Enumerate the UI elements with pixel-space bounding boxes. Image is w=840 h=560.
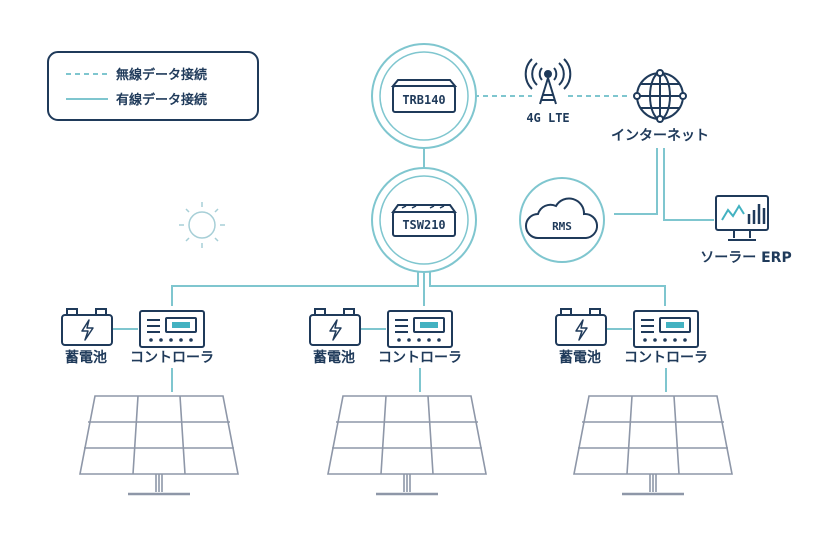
- globe-icon: [633, 69, 687, 123]
- sun-icon: [179, 202, 225, 248]
- monitor-chart-icon: [715, 195, 769, 241]
- switch-site1-link: [171, 270, 419, 306]
- rms-node: RMS: [519, 177, 605, 263]
- controller-label: コントローラ: [624, 350, 708, 366]
- internet-erp-link: [663, 148, 714, 221]
- solar-panel-icon: [327, 395, 487, 496]
- controller-label: コントローラ: [130, 350, 214, 366]
- solar-sites: 蓄電池 コントローラ 蓄電池 コントローラ 蓄電池 コントローラ: [61, 308, 733, 496]
- switch-node: TSW210: [371, 167, 477, 273]
- connections: [171, 95, 714, 306]
- controller-icon: [633, 310, 699, 348]
- controller-icon: [387, 310, 453, 348]
- tower-label: 4G LTE: [526, 111, 569, 125]
- router-label: TRB140: [402, 93, 445, 107]
- battery-icon: [309, 308, 361, 346]
- battery-label: 蓄電池: [313, 349, 355, 366]
- battery-label: 蓄電池: [559, 349, 601, 366]
- battery-icon: [555, 308, 607, 346]
- switch-label: TSW210: [402, 218, 445, 232]
- legend-wired-label: 有線データ接続: [116, 92, 207, 108]
- solar-site: 蓄電池 コントローラ: [309, 308, 487, 496]
- battery-icon: [61, 308, 113, 346]
- controller-label: コントローラ: [378, 350, 462, 366]
- solar-panel-icon: [573, 395, 733, 496]
- solar-panel-icon: [79, 395, 239, 496]
- erp-label: ソーラー ERP: [700, 250, 791, 266]
- switch-icon: [391, 204, 457, 237]
- rms-label: RMS: [552, 220, 572, 233]
- controller-icon: [139, 310, 205, 348]
- switch-site3-link: [429, 270, 666, 306]
- router-icon: [390, 79, 458, 113]
- internet-label: インターネット: [611, 128, 709, 144]
- legend-box: [47, 51, 259, 121]
- internet-rms-link: [614, 148, 658, 215]
- solar-site: 蓄電池 コントローラ: [555, 308, 733, 496]
- battery-label: 蓄電池: [65, 349, 107, 366]
- cloud-icon: [525, 197, 598, 239]
- solar-site: 蓄電池 コントローラ: [61, 308, 239, 496]
- legend: 無線データ接続 有線データ接続: [47, 51, 259, 121]
- legend-wireless-label: 無線データ接続: [116, 67, 207, 83]
- cell-tower-icon: [524, 58, 572, 105]
- router-node: TRB140: [371, 43, 477, 149]
